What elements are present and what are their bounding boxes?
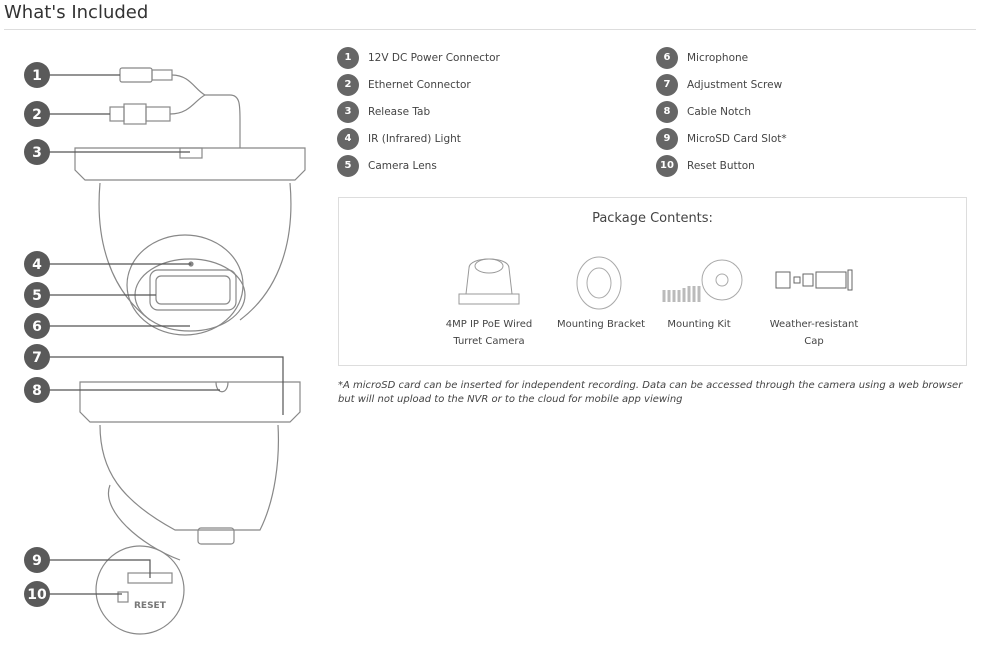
ethernet-connector-illustration (109, 94, 206, 125)
part-label: Ethernet Connector (368, 78, 471, 91)
microsd-footnote: *A microSD card can be inserted for inde… (338, 380, 963, 405)
package-item-label: Mounting Bracket (556, 319, 646, 330)
part-label: Cable Notch (687, 105, 751, 118)
part-list-item: 3 Release Tab (337, 98, 500, 125)
callout-number: 1 (32, 68, 42, 84)
package-item-label: Weather-resistant (769, 319, 859, 330)
part-number-badge: 8 (656, 100, 678, 123)
part-label: Adjustment Screw (687, 78, 783, 91)
callout-number: 9 (32, 553, 42, 569)
package-item-label: Mounting Kit (667, 319, 731, 330)
weather-cap-image (775, 269, 853, 291)
part-label: Microphone (687, 51, 749, 64)
callout-badge (24, 251, 50, 277)
callout-badge (24, 581, 50, 607)
mounting-kit-image (662, 259, 743, 302)
package-item-mounting-kit: Mounting Kit (644, 256, 754, 333)
part-number-badge: 1 (337, 46, 359, 69)
reset-label: RESET (134, 601, 167, 611)
part-number-badge: 7 (656, 73, 678, 96)
callout-badge (24, 344, 50, 370)
callout-number: 3 (32, 145, 42, 161)
part-list-item: 7 Adjustment Screw (656, 71, 787, 98)
part-list-item: 8 Cable Notch (656, 98, 787, 125)
part-label: Reset Button (687, 159, 755, 172)
callout-number: 2 (32, 107, 42, 123)
part-list-item: 2 Ethernet Connector (337, 71, 500, 98)
callout-number: 8 (32, 383, 42, 399)
part-number-badge: 3 (337, 100, 359, 123)
package-item-bracket: Mounting Bracket (546, 256, 656, 333)
parts-list-right: 6 Microphone 7 Adjustment Screw 8 Cable Notch… (656, 44, 787, 179)
package-item-label: Cap (804, 336, 824, 347)
mounting-bracket-image (576, 256, 622, 310)
part-list-item: 5 Camera Lens (337, 152, 500, 179)
callout-number: 6 (32, 319, 42, 335)
part-label: MicroSD Card Slot* (687, 132, 787, 145)
callout-badge (24, 313, 50, 339)
package-item-label: Turret Camera (453, 336, 525, 347)
turret-camera-image (458, 258, 520, 305)
callout-number: 4 (32, 257, 42, 273)
callout-number: 7 (32, 350, 42, 366)
part-number-badge: 2 (337, 73, 359, 96)
part-label: Camera Lens (368, 159, 437, 172)
part-label: Release Tab (368, 105, 431, 118)
part-list-item: 4 IR (Infrared) Light (337, 125, 500, 152)
part-number-badge: 4 (337, 127, 359, 150)
package-item-label: 4MP IP PoE Wired (445, 319, 533, 330)
part-number-badge: 6 (656, 46, 678, 69)
callout-badge (24, 101, 50, 127)
part-list-item: 10 Reset Button (656, 152, 787, 179)
part-label: IR (Infrared) Light (368, 132, 461, 145)
callout-badge (24, 377, 50, 403)
title-divider (4, 29, 976, 30)
part-number-badge: 5 (337, 154, 359, 177)
callout-badge (24, 547, 50, 573)
part-list-item: 6 Microphone (656, 44, 787, 71)
camera-parts-diagram: RESET 1 2 3 4 5 6 7 8 9 10 (24, 62, 306, 635)
callout-number: 10 (27, 587, 47, 603)
section-title: What's Included (4, 2, 149, 23)
callout-badge (24, 139, 50, 165)
callout-badge (24, 62, 50, 88)
part-number-badge: 10 (656, 154, 678, 177)
package-contents-title: Package Contents: (592, 211, 713, 226)
callout-number: 5 (32, 288, 42, 304)
part-label: 12V DC Power Connector (368, 51, 500, 64)
part-list-item: 1 12V DC Power Connector (337, 44, 500, 71)
part-number-badge: 9 (656, 127, 678, 150)
part-list-item: 9 MicroSD Card Slot* (656, 125, 787, 152)
power-connector-illustration (119, 67, 206, 96)
parts-list-left: 1 12V DC Power Connector 2 Ethernet Connect… (337, 44, 500, 179)
callout-badge (24, 282, 50, 308)
